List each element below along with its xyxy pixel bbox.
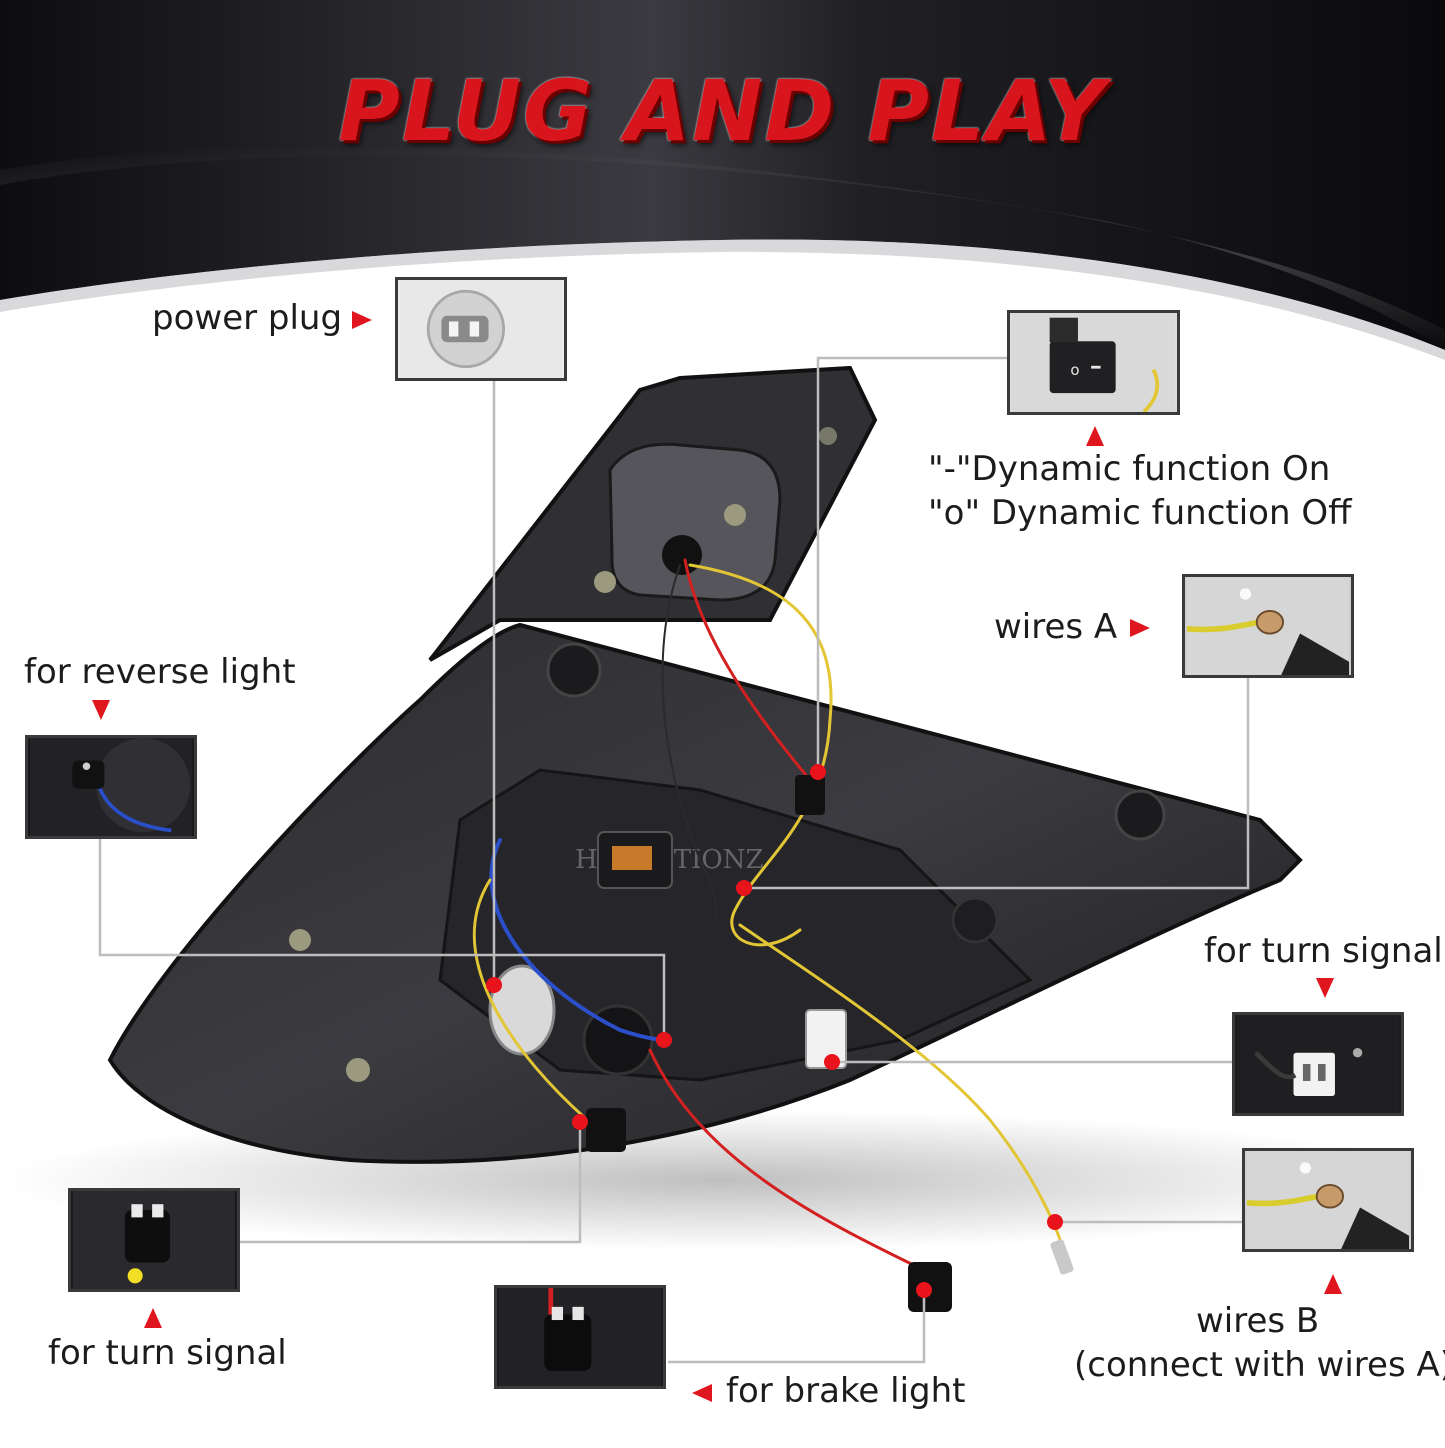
wires-b-image [1246,1151,1410,1249]
turn-signal-left-image [72,1191,236,1289]
brake-light-arrow-icon [692,1384,712,1402]
wires-a-arrow-icon [1130,619,1150,637]
switch-image: o [1011,313,1176,412]
page-title: PLUG AND PLAY [338,62,1107,160]
turn-signal-left-arrow-icon [144,1308,162,1328]
power-plug-image [399,280,563,378]
wires-b-arrow-icon [1324,1274,1342,1294]
grommet-hole [662,535,702,575]
turn-signal-right-arrow-icon [1316,978,1334,998]
inner-connector-pins [612,846,652,870]
callout-lines [98,356,1250,1364]
reverse-light-image [29,738,193,836]
turn-signal-right-thumbnail [1232,1012,1404,1116]
rubber-gasket [608,442,782,602]
header-banner: PLUG AND PLAY [0,0,1445,360]
wires-b-note: (connect with wires A) [1074,1345,1445,1385]
switch-arrow-icon [1086,426,1104,446]
turn-signal-left-label: for turn signal [48,1333,287,1373]
reverse-light-label: for reverse light [24,652,296,692]
callout-dots [486,764,1063,1298]
wires-b-thumbnail [1242,1148,1414,1252]
power-plug-arrow-icon [352,311,372,329]
brake-light-image [498,1288,662,1386]
switch-off-label: "o" Dynamic function Off [928,493,1352,533]
reverse-light-arrow-icon [92,700,110,720]
switch-thumbnail: o [1007,310,1180,415]
reverse-light-thumbnail [25,735,197,839]
switch-plug [795,775,825,815]
turn-signal-socket-left [586,1108,626,1152]
power-plug-thumbnail [395,277,567,381]
header-swoosh [0,0,1445,360]
power-plug-label: power plug [152,298,343,338]
wires-a-label: wires A [994,607,1118,647]
wires-a-image [1186,577,1350,675]
turn-signal-right-image [1236,1015,1400,1113]
wiring [472,558,1067,1274]
wires-b-terminal [1050,1239,1074,1275]
svg-text:o: o [1070,361,1079,379]
brake-light-thumbnail [494,1285,666,1389]
wires-b-label: wires B [1196,1301,1320,1341]
turn-signal-right-label: for turn signal [1204,931,1443,971]
mounting-bolts [289,427,1166,1082]
turn-signal-left-thumbnail [68,1188,240,1292]
brake-light-label: for brake light [726,1371,966,1411]
switch-on-label: "-"Dynamic function On [928,449,1331,489]
wires-a-thumbnail [1182,574,1354,678]
power-plug-socket [488,964,556,1056]
turn-signal-connector [805,1009,847,1069]
